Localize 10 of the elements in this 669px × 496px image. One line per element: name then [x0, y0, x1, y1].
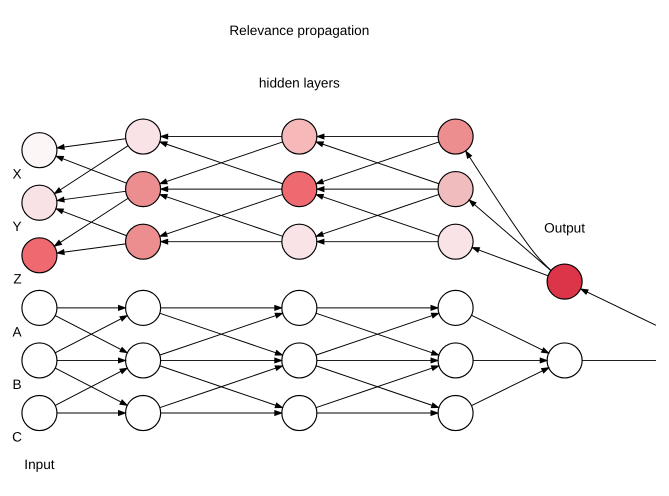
- node-label: C: [12, 428, 22, 444]
- label: Relevance propagation: [229, 22, 370, 38]
- node-label: Y: [12, 218, 22, 234]
- node-label: Z: [13, 271, 22, 286]
- node-label: A: [12, 324, 22, 339]
- node-label: B: [12, 376, 22, 392]
- label: Output: [544, 220, 586, 236]
- label: hidden layers: [258, 75, 340, 90]
- node-label: X: [12, 166, 22, 182]
- label: Input: [24, 456, 55, 472]
